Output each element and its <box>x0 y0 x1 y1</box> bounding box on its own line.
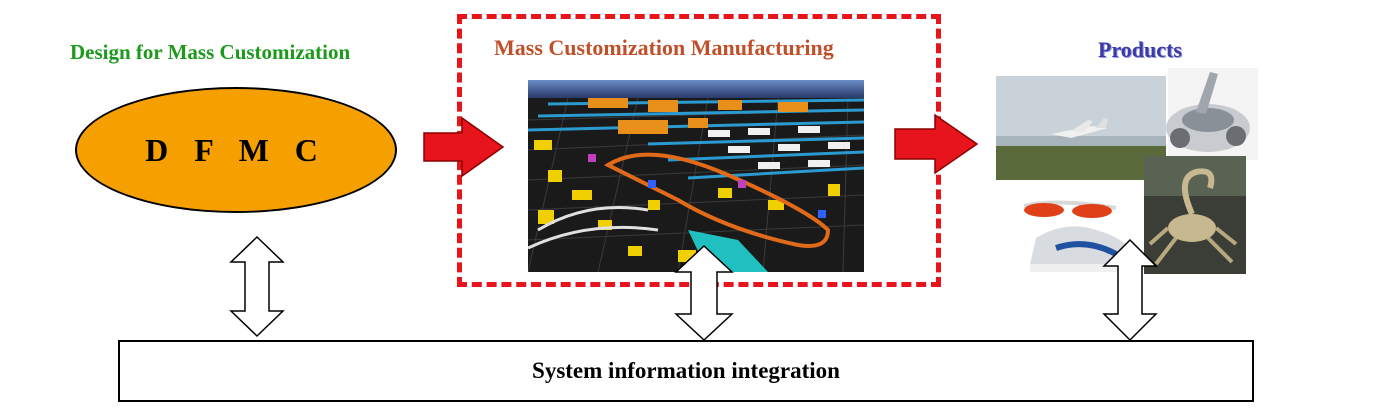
system-information-integration-box: System information integration <box>118 340 1254 402</box>
airplane-photo <box>996 76 1166 180</box>
products-label: Products <box>1098 37 1182 62</box>
double-arrow-left <box>229 235 285 338</box>
mass-customization-manufacturing-label: Mass Customization Manufacturing <box>494 35 834 60</box>
system-information-integration-label: System information integration <box>532 358 840 383</box>
dfmc-text: D F M C <box>145 131 327 168</box>
concept-car-photo <box>1166 68 1258 160</box>
design-for-mass-customization-label: Design for Mass Customization <box>70 40 351 64</box>
products-image-collage <box>996 68 1258 278</box>
dfmc-ellipse: D F M C <box>75 87 397 213</box>
sneaker-photo <box>1030 226 1136 272</box>
sunglasses-photo <box>1023 200 1117 218</box>
factory-simulation-image <box>528 80 864 272</box>
scorpion-gadget-photo <box>1144 156 1246 274</box>
